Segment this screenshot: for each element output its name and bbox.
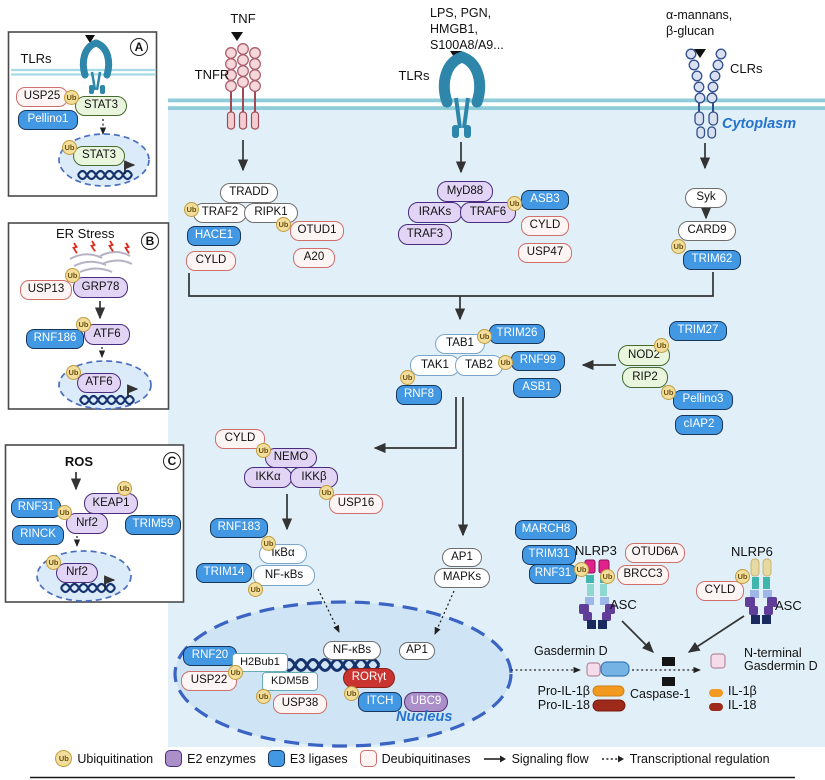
signal-arrows — [188, 140, 745, 653]
legend-signaling-flow: Signaling flow — [483, 752, 589, 766]
caspase-1-icon — [662, 657, 675, 686]
nlrp3-inflammasome-icon — [579, 559, 615, 629]
legend-e3-label: E3 ligases — [289, 751, 348, 766]
nlrp6-inflammasome-icon — [745, 558, 777, 624]
legend-dub-label: Deubiquitinases — [381, 751, 471, 766]
tnfr-receptor-icon — [225, 32, 261, 130]
e3-ligase-icon — [267, 750, 285, 767]
legend-transcription-label: Transcriptional regulation — [629, 751, 770, 766]
ub-badge-icon: Ub — [55, 750, 73, 767]
boxc-nucleus-blob — [36, 550, 132, 602]
transcription-arrows — [317, 588, 702, 674]
legend-e2-enzymes: E2 enzymes — [165, 750, 256, 767]
legend-ubiquitination: Ub Ubiquitination — [55, 750, 153, 767]
legend: Ub Ubiquitination E2 enzymes E3 ligases … — [0, 750, 825, 767]
boxb-nucleus-blob — [58, 360, 152, 410]
boxa-nucleus-blob — [58, 133, 150, 187]
boxb-stress-lightning-icon — [72, 240, 130, 254]
boxa-tlr-receptor-icon — [79, 35, 113, 94]
legend-transcriptional-regulation: Transcriptional regulation — [601, 752, 770, 766]
legend-deubiquitinases: Deubiquitinases — [359, 750, 471, 767]
il-18-icon — [709, 703, 723, 711]
legend-e3-ligases: E3 ligases — [267, 750, 348, 767]
plasma-membrane — [168, 98, 825, 110]
pro-il-18-icon — [592, 699, 626, 712]
legend-ubiquitination-label: Ubiquitination — [77, 751, 154, 766]
e2-enzyme-icon — [165, 750, 183, 767]
legend-flow-label: Signaling flow — [511, 751, 589, 766]
il-1b-icon — [709, 689, 723, 697]
n-terminal-gasdermin-icon — [710, 653, 726, 669]
nucleus-region — [173, 600, 513, 748]
dotted-arrow-icon — [601, 755, 624, 762]
gasdermin-d-icon — [586, 661, 630, 677]
clr-receptor-icon — [685, 48, 727, 139]
deubiquitinase-icon — [359, 750, 377, 767]
tlr-receptor-icon — [438, 51, 486, 138]
solid-arrow-icon — [483, 755, 506, 762]
legend-e2-label: E2 enzymes — [187, 751, 256, 766]
boxb-er-stress-icon — [69, 251, 133, 273]
pro-il-1b-icon — [592, 685, 625, 697]
